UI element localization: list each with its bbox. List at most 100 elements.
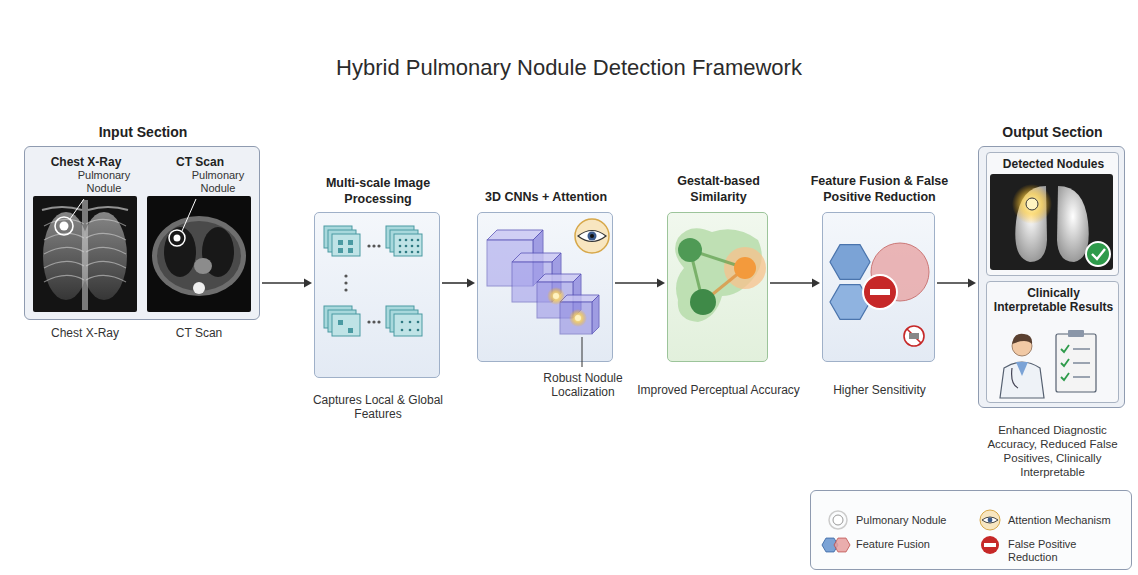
feature-fusion-graphic <box>904 326 924 346</box>
node-heading-holder: Gestalt-based Similarity <box>658 173 779 205</box>
arrow-head <box>657 279 665 288</box>
cnn-cubes <box>487 230 599 334</box>
cnn-cubes <box>537 282 573 318</box>
detected-lungs-image <box>1015 186 1047 262</box>
attention-eye-icon <box>590 234 594 238</box>
legend-icon-eye <box>980 510 1000 530</box>
node-caption-holder: Pulmonary Nodule <box>71 169 137 194</box>
doctor-clipboard-graphic <box>1061 345 1069 380</box>
node-caption-holder: Higher Sensitivity <box>803 383 956 397</box>
node-caption: Robust Nodule Localization <box>528 371 638 399</box>
multiscale-feature-maps <box>344 281 347 284</box>
legend-text-holder: Attention Mechanism <box>1008 514 1126 527</box>
arrow-head <box>467 279 475 288</box>
multiscale-feature-maps <box>401 321 404 324</box>
legend-icon-fusion <box>822 538 838 552</box>
node-heading: 3D CNNs + Attention <box>456 189 636 205</box>
doctor-clipboard-graphic <box>1012 334 1032 344</box>
cnn-cubes <box>573 274 581 318</box>
multiscale-feature-maps <box>399 251 402 254</box>
legend-text-holder: Feature Fusion <box>856 538 976 551</box>
legend-icon-eye <box>980 510 1000 530</box>
output-panel: Output SectionEnhanced Diagnostic Accura… <box>978 146 1125 408</box>
multiscale-feature-maps <box>344 288 347 291</box>
multiscale-feature-maps <box>417 239 420 242</box>
node-caption: Captures Local & Global Features <box>303 393 453 421</box>
doctor-clipboard-graphic <box>1016 362 1028 376</box>
flow-arrow <box>442 279 475 288</box>
multiscale-feature-maps <box>390 230 418 252</box>
multiscale-feature-maps <box>405 251 408 254</box>
arrow-line <box>442 282 469 284</box>
ct-scan-image <box>169 230 185 246</box>
chest-xray-image <box>55 217 73 235</box>
cnn-cubes <box>560 302 592 334</box>
multiscale-feature-maps <box>332 234 360 256</box>
image-caption-holder: Chest X-Ray <box>30 326 140 340</box>
multiscale-feature-maps <box>405 245 408 248</box>
node-caption-holder: Robust Nodule Localization <box>528 371 638 399</box>
node-heading-holder: Feature Fusion & False Positive Reductio… <box>789 173 970 205</box>
legend-icon-false-positive <box>981 536 999 554</box>
multiscale-feature-maps <box>411 251 414 254</box>
legend-text: False Positive Reduction <box>1008 538 1126 564</box>
arrow-line <box>770 282 814 284</box>
doctor-clipboard-graphic <box>1012 336 1032 356</box>
node-heading: Output Section <box>979 123 1126 141</box>
process-box: Feature Fusion & False Positive Reductio… <box>822 212 935 362</box>
node-heading: Clinically Interpretable Results <box>991 286 1116 314</box>
detected-lungs-image <box>1092 249 1105 259</box>
result-box: Detected Nodules <box>986 152 1119 276</box>
feature-fusion-graphic <box>909 333 919 339</box>
attention-glow <box>547 287 587 367</box>
multiscale-feature-maps <box>409 321 412 324</box>
cnn-cubes <box>512 262 552 302</box>
node-heading: Detected Nodules <box>989 157 1118 171</box>
input-panel: Input SectionChest X-RayPulmonary Nodule… <box>24 146 260 320</box>
node-heading: Chest X-Ray <box>31 155 141 169</box>
multiscale-feature-maps <box>348 248 353 253</box>
multiscale-feature-maps <box>372 320 375 323</box>
chest-xray-image <box>42 207 128 210</box>
gestalt-similarity-graphic <box>690 250 703 302</box>
detected-lungs-image <box>990 174 1113 270</box>
multiscale-feature-maps <box>409 329 412 332</box>
multiscale-feature-maps <box>411 245 414 248</box>
node-caption: Pulmonary Nodule <box>71 169 137 194</box>
attention-eye-icon <box>578 231 606 242</box>
multiscale-feature-maps <box>324 226 352 248</box>
chest-xray-image <box>70 199 84 219</box>
node-heading: Feature Fusion & False Positive Reductio… <box>789 173 970 205</box>
legend-icon-fusion <box>834 538 850 552</box>
gestalt-similarity-graphic <box>734 257 756 279</box>
legend-icon-fusion <box>822 538 850 552</box>
multiscale-feature-maps <box>405 239 408 242</box>
legend-icon-nodule <box>833 515 843 525</box>
doctor-clipboard-graphic <box>1000 330 1096 398</box>
ct-scan-image <box>164 227 196 277</box>
node-caption-holder: Captures Local & Global Features <box>303 393 453 421</box>
detected-lungs-image <box>990 174 1113 270</box>
multiscale-feature-maps <box>417 251 420 254</box>
chest-xray-image <box>43 212 89 300</box>
attention-glow <box>569 309 587 327</box>
node-heading-holder: 3D CNNs + Attention <box>456 189 636 205</box>
multiscale-feature-maps <box>338 240 343 245</box>
attention-eye-icon <box>588 232 597 241</box>
multiscale-feature-maps <box>399 245 402 248</box>
flow-arrow <box>937 279 976 288</box>
cnn-cubes <box>560 295 599 302</box>
multiscale-feature-maps <box>348 328 353 333</box>
gestalt-similarity-graphic <box>690 289 716 315</box>
ct-scan-image <box>157 221 241 291</box>
result-box: Clinically Interpretable Results <box>986 281 1119 403</box>
legend-text-holder: Pulmonary Nodule <box>856 514 976 527</box>
node-heading-holder: CT Scan <box>145 155 255 169</box>
gestalt-similarity-graphic <box>675 228 762 322</box>
multiscale-feature-maps <box>394 314 422 336</box>
legend-icon-nodule <box>829 511 847 529</box>
arrow-line <box>615 282 659 284</box>
node-heading-holder: Clinically Interpretable Results <box>991 286 1116 314</box>
multiscale-feature-maps <box>390 310 418 332</box>
detected-lungs-image <box>1012 184 1052 224</box>
